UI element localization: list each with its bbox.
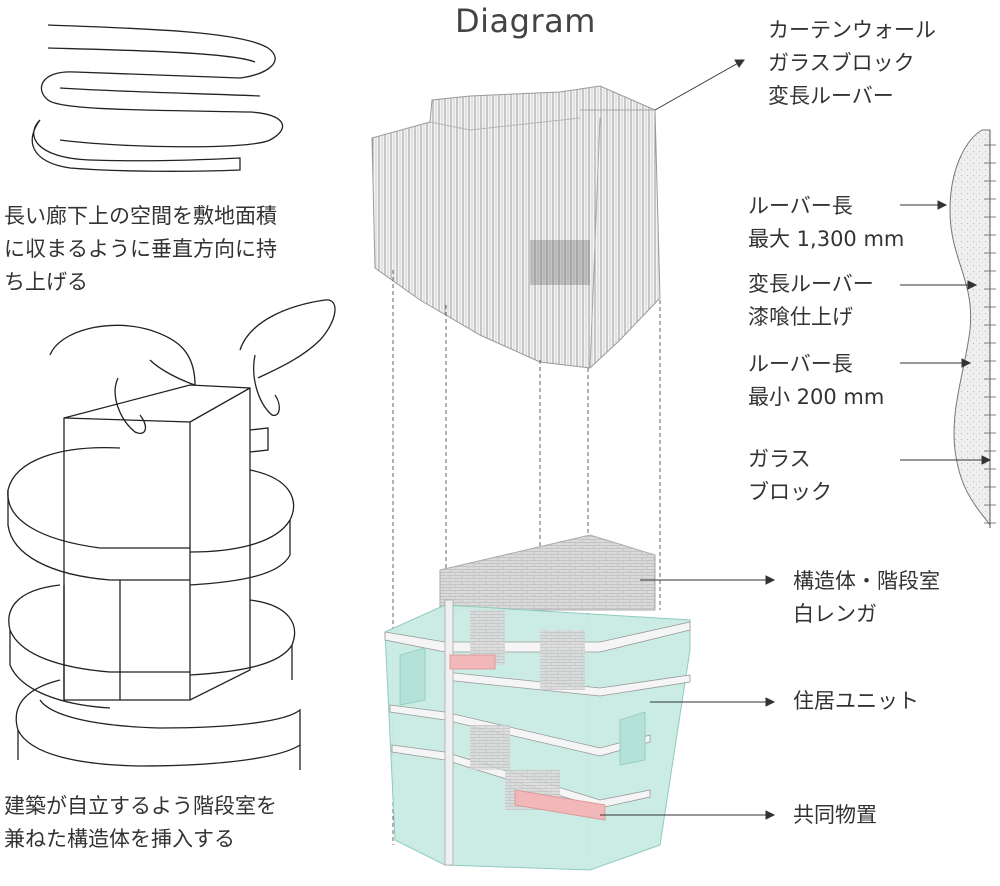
label-facade: カーテンウォール ガラスブロック 変長ルーバー (768, 18, 936, 108)
diagram-title: Diagram (455, 2, 596, 40)
ribbon-sketch (31, 24, 284, 172)
louver-section-profile (949, 129, 996, 528)
label-structure: 構造体・階段室 白レンガ (793, 569, 940, 626)
spiral-structure-sketch (7, 299, 336, 770)
label-louver-finish: 変長ルーバー 漆喰仕上げ (748, 272, 874, 329)
label-glass-block: ガラス ブロック (748, 447, 832, 504)
label-storage: 共同物置 (793, 803, 877, 827)
leader-lines (600, 59, 992, 820)
label-louver-max: ルーバー長 最大 1,300 mm (748, 194, 905, 251)
caption-insert-structure: 建築が自立するよう階段室を 兼ねた構造体を挿入する (4, 794, 277, 851)
building-section-render (384, 534, 691, 871)
louver-facade-render (371, 85, 661, 369)
label-units: 住居ユニット (793, 689, 919, 713)
label-louver-min: ルーバー長 最小 200 mm (748, 352, 885, 409)
caption-lift-corridor: 長い廊下上の空間を敷地面積 に収まるように垂直方向に持 ち上げる (4, 204, 277, 294)
